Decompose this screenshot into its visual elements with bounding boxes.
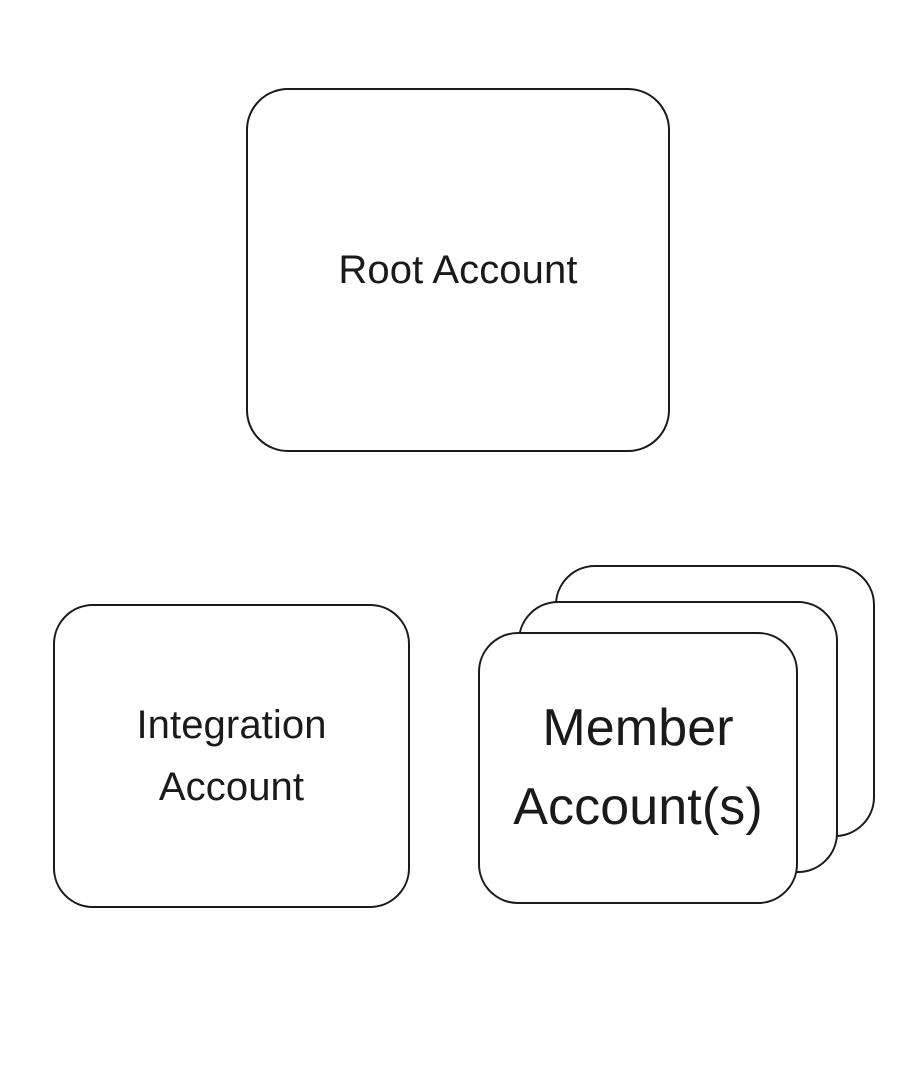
- node-root-account[interactable]: Root Account: [246, 88, 670, 452]
- node-root-account-label: Root Account: [338, 248, 578, 292]
- member-account-card-front[interactable]: Member Account(s): [478, 632, 798, 904]
- node-member-accounts-label: Member Account(s): [513, 698, 763, 836]
- node-integration-account-label: Integration Account: [136, 702, 327, 809]
- node-member-accounts[interactable]: Member Account(s): [478, 565, 875, 907]
- node-integration-account[interactable]: Integration Account: [53, 604, 410, 908]
